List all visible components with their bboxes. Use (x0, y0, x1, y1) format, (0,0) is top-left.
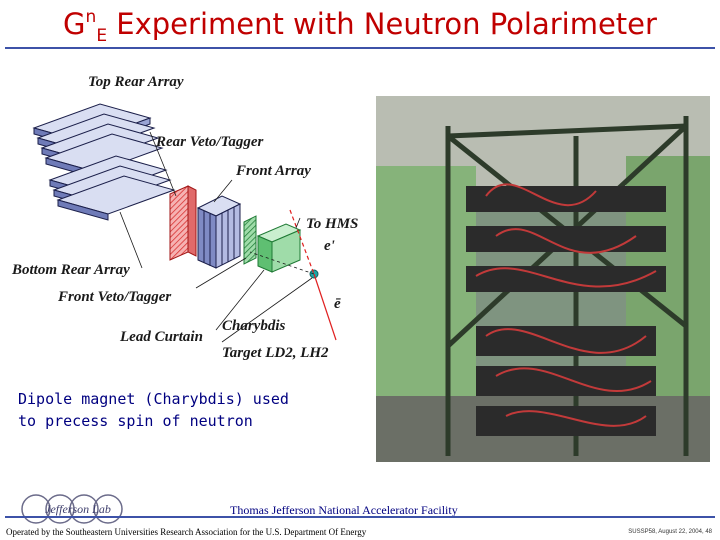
label-rear-veto-tagger: Rear Veto/Tagger (156, 134, 264, 150)
polarimeter-diagram: Top Rear Array Rear Veto/Tagger Front Ar… (0, 62, 370, 376)
label-to-hms: To HMS (306, 216, 359, 232)
label-e-prime: e' (324, 238, 335, 254)
logo-text: Jefferson Lab (45, 502, 111, 516)
logo-drawing: Jefferson Lab (21, 494, 123, 524)
caption-line-1: Dipole magnet (Charybdis) used (18, 390, 289, 408)
polarimeter-photo (376, 96, 710, 462)
label-front-array: Front Array (236, 163, 311, 179)
conference-text: SUSSP58, August 22, 2004, 48 (628, 529, 712, 535)
label-target: Target LD2, LH2 (222, 345, 329, 361)
footer-rule (5, 516, 715, 518)
title-rule (5, 47, 715, 49)
diagram-drawing (32, 103, 337, 343)
label-e-beam: ē (334, 296, 341, 312)
caption-line-2: to precess spin of neutron (18, 412, 253, 430)
slide-title: GnE Experiment with Neutron Polarimeter (63, 7, 657, 46)
slide-caption: Dipole magnet (Charybdis) used to preces… (18, 388, 318, 432)
photo-drawing (376, 96, 710, 462)
jefferson-lab-logo: Jefferson Lab (18, 492, 138, 530)
label-front-veto-tagger: Front Veto/Tagger (58, 289, 172, 305)
label-lead-curtain: Lead Curtain (120, 329, 203, 345)
label-top-rear-array: Top Rear Array (88, 74, 184, 90)
lab-name: Thomas Jefferson National Accelerator Fa… (230, 503, 458, 517)
label-bottom-rear-array: Bottom Rear Array (12, 262, 130, 278)
label-charybdis: Charybdis (222, 318, 286, 334)
operated-by-text: Operated by the Southeastern Universitie… (6, 527, 367, 537)
